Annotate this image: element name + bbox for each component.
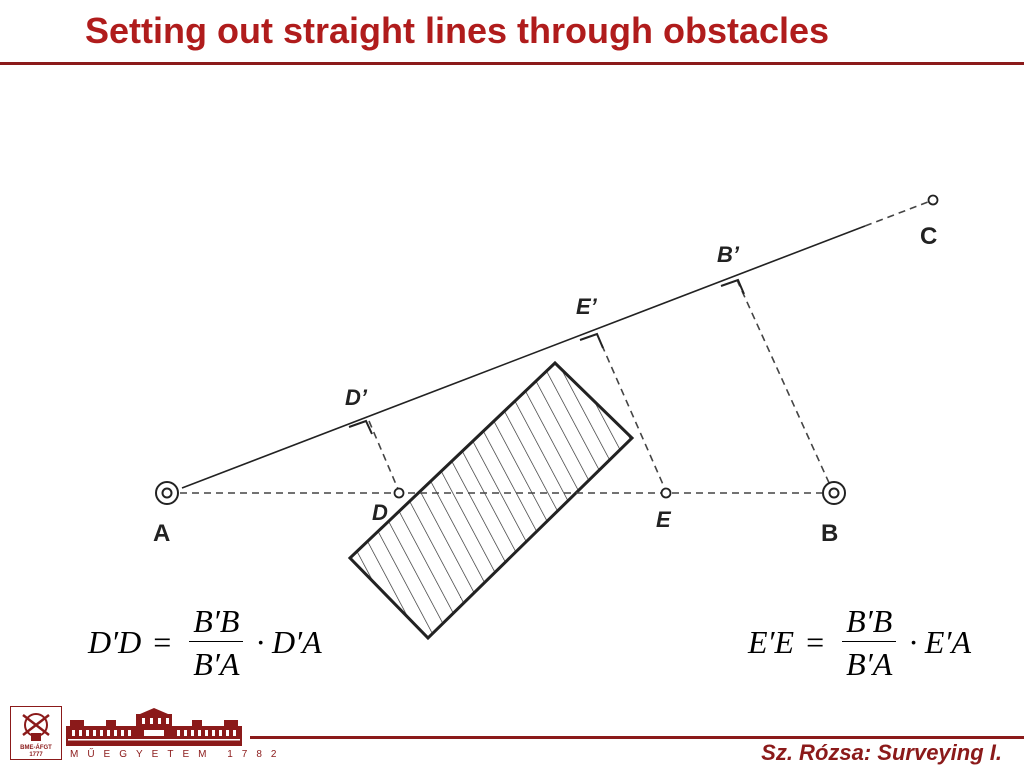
logo-year: 1777 — [29, 752, 43, 758]
formula-right-numerator: B′B — [842, 605, 897, 642]
department-logo: BME-ÁFGT 1777 — [10, 706, 62, 760]
line-a-c-solid — [181, 225, 866, 489]
offset-b-prime-b — [736, 279, 831, 486]
point-c-marker — [927, 194, 939, 206]
formula-right-fraction: B′B B′A — [842, 605, 897, 682]
label-e: E — [656, 507, 672, 532]
right-angle-b-prime — [720, 278, 745, 295]
footer-rule — [250, 736, 1024, 739]
formula-right-denominator: B′A — [846, 646, 893, 682]
formula-right-lhs: E′E — [748, 624, 795, 660]
label-d: D — [372, 500, 388, 525]
formula-left-fraction: B′B B′A — [189, 605, 244, 682]
station-a-marker — [155, 481, 179, 505]
department-emblem-icon — [22, 713, 50, 741]
offset-d-prime-d — [368, 420, 399, 490]
point-e-marker — [660, 487, 672, 499]
university-wordmark: MŰEGYETEM 1782 — [70, 749, 286, 760]
label-b-prime: B’ — [717, 242, 740, 267]
slide-title: Setting out straight lines through obsta… — [85, 10, 830, 51]
formula-left-rhs: D′A — [272, 624, 322, 660]
formula-left-numerator: B′B — [189, 605, 244, 642]
footer-author: Sz. Rózsa: Surveying I. — [761, 740, 1002, 765]
label-e-prime: E’ — [576, 294, 598, 319]
logo-caption: BME-ÁFGT — [20, 745, 52, 751]
formula-left-dot: · — [255, 624, 267, 660]
formula-left-equals: = — [153, 624, 172, 660]
obstacle-diagram: A B C D E D’ E’ B’ — [153, 194, 939, 641]
formula-d-prime-d: D′D = B′B B′A · D′A — [88, 605, 322, 680]
offset-e-prime-e — [596, 333, 666, 490]
formula-e-prime-e: E′E = B′B B′A · E′A — [748, 605, 971, 680]
university-building-icon — [66, 708, 242, 746]
obstacle — [347, 360, 635, 641]
label-a: A — [153, 520, 170, 547]
right-angle-d-prime — [348, 419, 373, 435]
right-angle-e-prime — [579, 332, 604, 349]
label-c: C — [920, 223, 937, 250]
label-d-prime: D’ — [345, 385, 368, 410]
station-b-marker — [822, 481, 846, 505]
formula-left-lhs: D′D — [88, 624, 142, 660]
formula-right-dot: · — [908, 624, 919, 660]
label-b: B — [821, 520, 838, 547]
formula-left-denominator: B′A — [193, 646, 240, 682]
line-a-c-dashed — [864, 201, 929, 227]
formula-right-equals: = — [806, 624, 825, 660]
formula-right-rhs: E′A — [924, 624, 971, 660]
point-d-marker — [393, 487, 405, 499]
title-underline — [0, 62, 1024, 65]
